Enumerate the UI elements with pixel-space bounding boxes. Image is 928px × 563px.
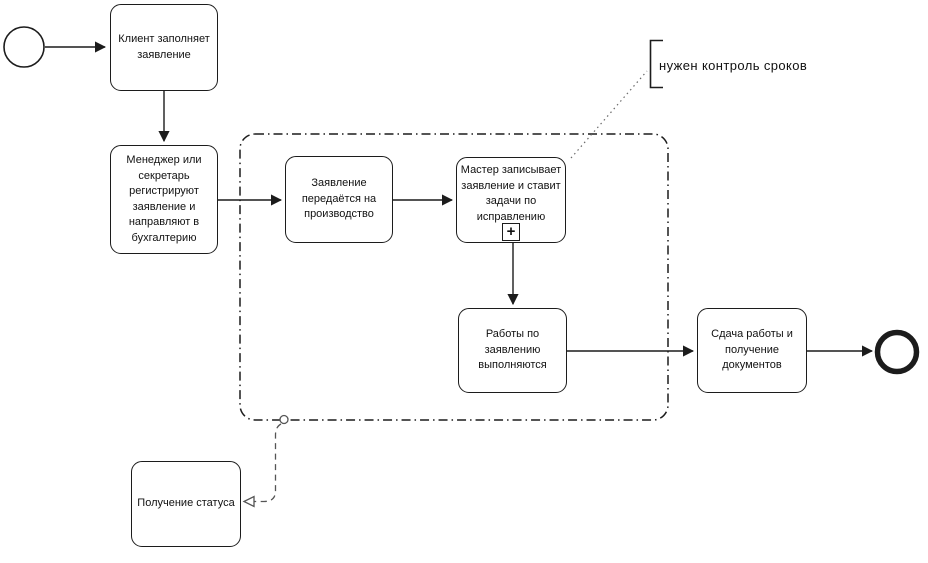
start-event[interactable] <box>3 26 45 68</box>
annotation-deadline-control: нужен контроль сроков <box>659 58 808 73</box>
annotation-association <box>570 70 648 159</box>
message-flow-start-circle <box>279 414 289 425</box>
task-get-status[interactable]: Получение статуса <box>131 461 241 547</box>
task-label: Заявление передаётся на производство <box>301 177 377 221</box>
group-boundary[interactable] <box>239 133 669 421</box>
task-client-fills-application[interactable]: Клиент заполняет заявление <box>110 4 218 91</box>
task-label: Клиент заполняет заявление <box>118 33 210 61</box>
task-label: Работы по заявлению выполняются <box>478 328 547 372</box>
task-application-to-production[interactable]: Заявление передаётся на производство <box>285 156 393 243</box>
task-label: Сдача работы и получение документов <box>711 328 793 372</box>
task-label: Получение статуса <box>137 497 235 510</box>
task-manager-registers-application[interactable]: Менеджер или секретарь регистрируют заяв… <box>110 145 218 254</box>
subprocess-plus-icon[interactable]: + <box>502 223 520 241</box>
end-event[interactable] <box>874 329 920 375</box>
task-master-records-application[interactable]: Мастер записывает заявление и ставит зад… <box>456 157 566 243</box>
task-work-performed[interactable]: Работы по заявлению выполняются <box>458 308 567 393</box>
task-label: Менеджер или секретарь регистрируют заяв… <box>126 154 202 244</box>
message-flow-open-arrowhead <box>242 495 255 508</box>
annotation-bracket <box>649 39 663 89</box>
message-flow-status <box>254 423 282 503</box>
task-handover-and-documents[interactable]: Сдача работы и получение документов <box>697 308 807 393</box>
task-label: Мастер записывает заявление и ставит зад… <box>460 164 562 223</box>
